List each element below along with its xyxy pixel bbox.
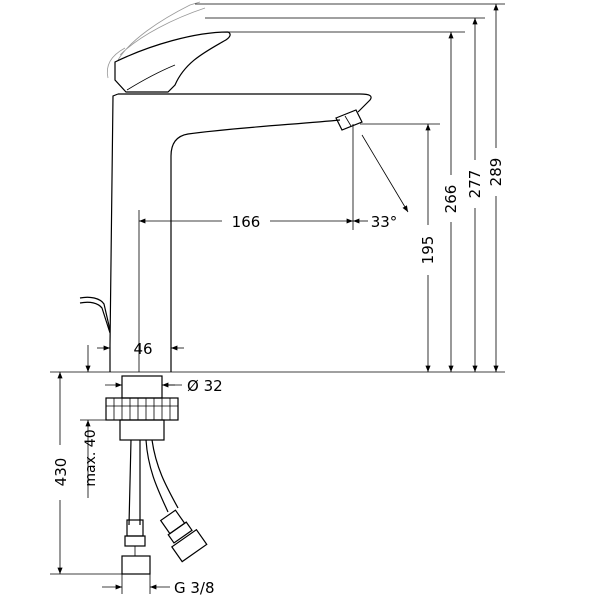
- hose-right: [145, 439, 179, 513]
- lower-sleeve: [119, 419, 165, 441]
- dim-angle-label: 33°: [371, 213, 398, 231]
- dim-430-label: 430: [52, 458, 70, 487]
- fitting-right: [159, 509, 208, 563]
- dim-195-label: 195: [419, 236, 437, 265]
- dim-32-label: Ø 32: [187, 377, 223, 395]
- fitting-left-nut: [121, 555, 151, 575]
- spout-top: [118, 93, 372, 113]
- mounting-hardware: [105, 375, 208, 575]
- lever-ghost-edge: [106, 47, 126, 79]
- threaded-shank: [121, 375, 163, 399]
- dim-g38-label: G 3/8: [174, 579, 215, 597]
- aerator: [335, 109, 363, 131]
- fixing-nut: [105, 397, 179, 421]
- aerator-detail: [344, 115, 352, 127]
- spout-underside: [170, 119, 341, 345]
- faucet-outline: [79, 1, 372, 372]
- dim-40-label: max. 40: [83, 429, 99, 486]
- fitting-left-middle: [124, 535, 146, 547]
- dim-266-label: 266: [442, 185, 460, 214]
- lever-handle: [114, 31, 231, 93]
- nut-teeth: [113, 398, 171, 420]
- lever-detail: [126, 64, 176, 91]
- dim-46-label: 46: [133, 340, 152, 358]
- hose-left: [128, 439, 141, 526]
- dim-reach-label: 166: [232, 213, 261, 231]
- dim-277-label: 277: [466, 170, 484, 199]
- dim-289-label: 289: [487, 158, 505, 187]
- angle-line: [361, 134, 409, 213]
- lever-raised-ghost: [117, 1, 206, 61]
- body-left-edge: [109, 93, 119, 346]
- popup-rod: [79, 296, 111, 334]
